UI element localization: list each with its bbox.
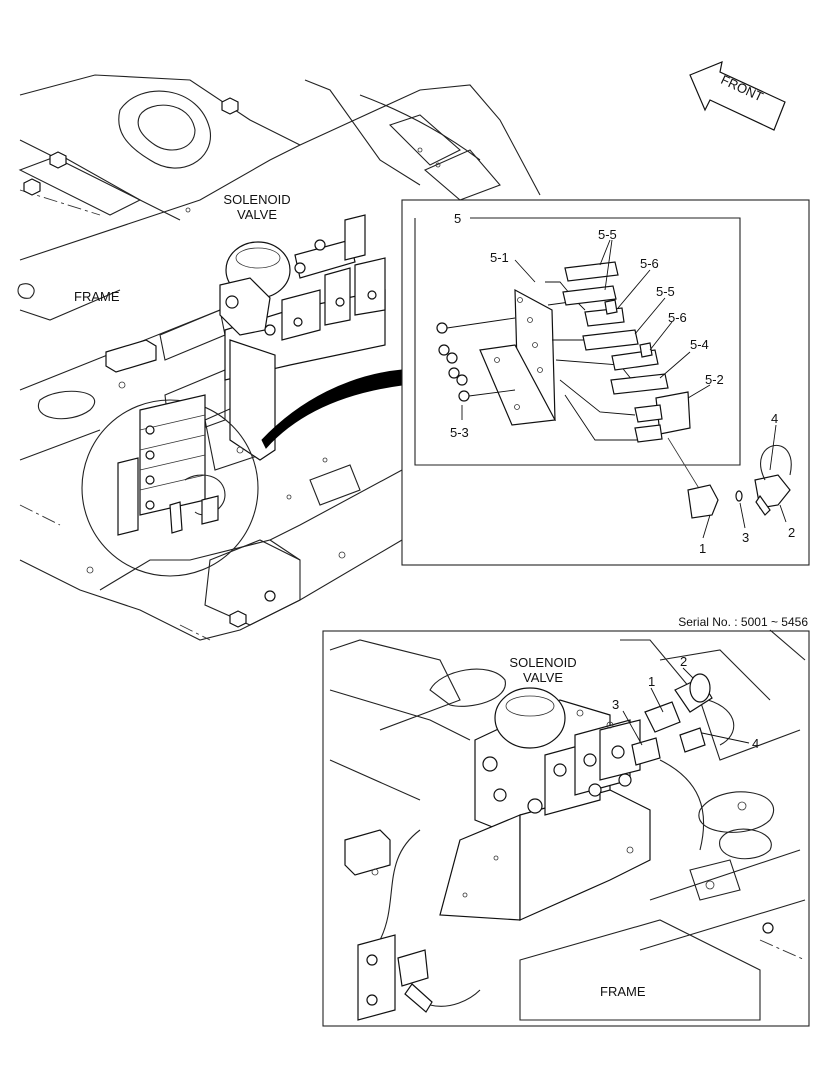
callout-5-2: 5-2 [705,372,724,387]
callout-5-3: 5-3 [450,425,469,440]
bottom-callout-2: 2 [680,654,687,669]
solenoid-valve-label-top-line1: SOLENOID [223,192,290,207]
part-4-harness [760,444,792,481]
zoom-connector [261,369,403,449]
bottom-view: SOLENOID VALVE FRAME 1 2 3 4 [322,629,810,1027]
frame-label-top: FRAME [74,289,120,304]
callout-4: 4 [771,411,778,426]
callout-5-4: 5-4 [690,337,709,352]
top-frame-view [17,74,541,641]
part-3-oring [735,490,743,502]
callout-5-6-b: 5-6 [668,310,687,325]
callout-1: 1 [699,541,706,556]
bottom-callout-3: 3 [612,697,619,712]
solenoid-valve-label-bottom-line2: VALVE [523,670,563,685]
callout-5: 5 [454,211,461,226]
solenoid-valve-label-top-line2: VALVE [237,207,277,222]
callout-3: 3 [742,530,749,545]
solenoid-valve-label-bottom-line1: SOLENOID [509,655,576,670]
callout-5-5-a: 5-5 [598,227,617,242]
front-arrow: FRONT [689,61,786,131]
bottom-callout-4: 4 [752,736,759,751]
nuts-5-3 [436,322,470,402]
bottom-callout-1: 1 [648,674,655,689]
top-solenoid-valve-assembly [219,214,386,461]
frame-label-bottom: FRAME [600,984,646,999]
fittings [562,261,701,491]
part-1-coupler [687,484,719,519]
callout-5-1: 5-1 [490,250,509,265]
serial-number-label: Serial No. : 5001 ~ 5456 [678,615,808,629]
detail-box: 5 5-1 5-5 5-6 5-5 5-6 5-4 5-2 5-3 1 2 3 … [401,199,810,566]
callout-2: 2 [788,525,795,540]
callout-5-6-a: 5-6 [640,256,659,271]
top-magnify-circle [81,394,259,577]
callout-5-5-b: 5-5 [656,284,675,299]
